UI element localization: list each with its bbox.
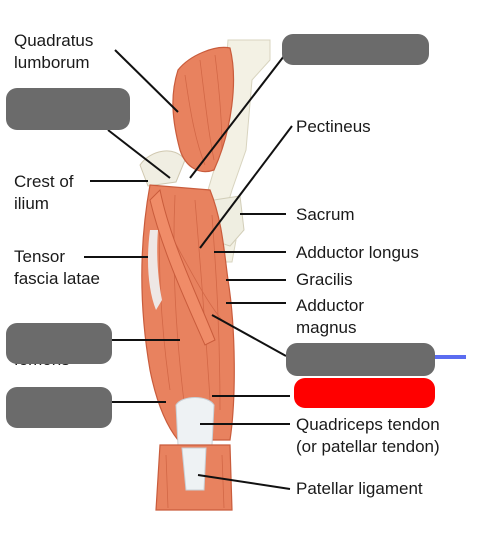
label-adductor-magnus: Adductor magnus [296,295,364,339]
answer-box-left-lower[interactable] [6,387,112,428]
label-sacrum: Sacrum [296,205,355,224]
label-adductor-magnus-line1: Adductor [296,296,365,315]
answer-box-right-middle[interactable] [286,343,435,376]
answer-box-highlighted[interactable] [294,378,435,408]
label-crest-line2: ilium [14,194,49,213]
label-pectineus: Pectineus [296,117,371,136]
label-quadratus-line1: Quadratus [14,31,94,50]
label-tensor-line1: Tensor [14,247,66,266]
label-adductor-longus: Adductor longus [296,243,419,262]
leader-box-right-3 [211,314,287,357]
label-crest-line1: Crest of [14,172,74,191]
answer-box-top-right[interactable] [282,34,429,65]
label-gracilis: Gracilis [296,270,353,289]
label-patellar-ligament: Patellar ligament [296,479,423,498]
leader-patellar [197,474,291,490]
leader-quadratus [114,49,179,113]
leader-box-left-2 [107,129,171,179]
patellar-ligament-shape [181,447,207,491]
label-tensor-fascia-latae: Tensor fascia latae [14,246,100,290]
label-quadratus-line2: lumborum [14,53,90,72]
iliotibial-tendon [148,230,162,310]
muscle-striations [158,54,223,411]
sartorius-band [149,188,216,346]
label-quadratus-lumborum: Quadratus lumborum [14,30,93,74]
label-adductor-magnus-line2: magnus [296,318,357,337]
label-tensor-line2: fascia latae [14,269,100,288]
answer-box-left-upper[interactable] [6,88,130,130]
leader-top-box [189,55,285,179]
label-quadriceps-line2: (or patellar tendon) [296,437,440,456]
answer-box-left-middle[interactable] [6,323,112,364]
label-crest-of-ilium: Crest of ilium [14,171,74,215]
leader-pectineus [199,125,293,249]
label-quadriceps-tendon: Quadriceps tendon (or patellar tendon) [296,414,440,458]
label-quadriceps-line1: Quadriceps tendon [296,415,440,434]
leader-lines [84,49,293,490]
